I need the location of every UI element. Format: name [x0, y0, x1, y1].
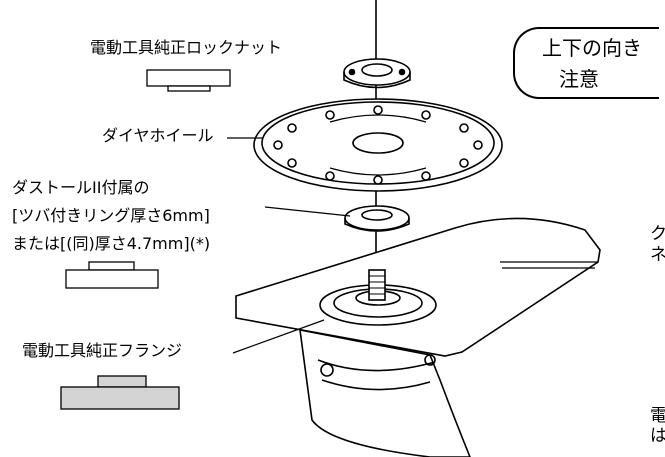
wheel-holes: [273, 105, 483, 185]
cut-text-b: ネ: [650, 245, 665, 265]
label-dust-line2: [ツバ付きリング厚さ6mm]: [12, 206, 210, 225]
grinder-body: [299, 329, 471, 457]
label-dust-line3: または[(同)厚さ4.7mm](*): [12, 234, 211, 253]
lock-nut-profile: [146, 69, 231, 92]
guard-plate: [235, 217, 601, 357]
orientation-note: 上下の向き 注意: [513, 27, 659, 99]
leader-flange: [232, 319, 325, 354]
cut-text-c: 電: [650, 406, 665, 426]
label-flange: 電動工具純正フランジ: [22, 341, 183, 360]
note-line1: 上下の向き: [542, 36, 642, 60]
note-line2: 注意: [559, 67, 599, 91]
label-diamond-wheel: ダイヤホイール: [102, 126, 214, 145]
cut-text-a: ク: [650, 224, 665, 244]
cut-text-d: は: [650, 426, 665, 446]
leader-ring: [264, 206, 351, 217]
ring-profile: [65, 261, 159, 289]
spindle: [368, 269, 386, 301]
label-dust-line1: ダストールII付属の: [12, 178, 150, 197]
flange-profile: [60, 375, 180, 410]
label-lock-nut: 電動工具純正ロックナット: [90, 38, 283, 57]
